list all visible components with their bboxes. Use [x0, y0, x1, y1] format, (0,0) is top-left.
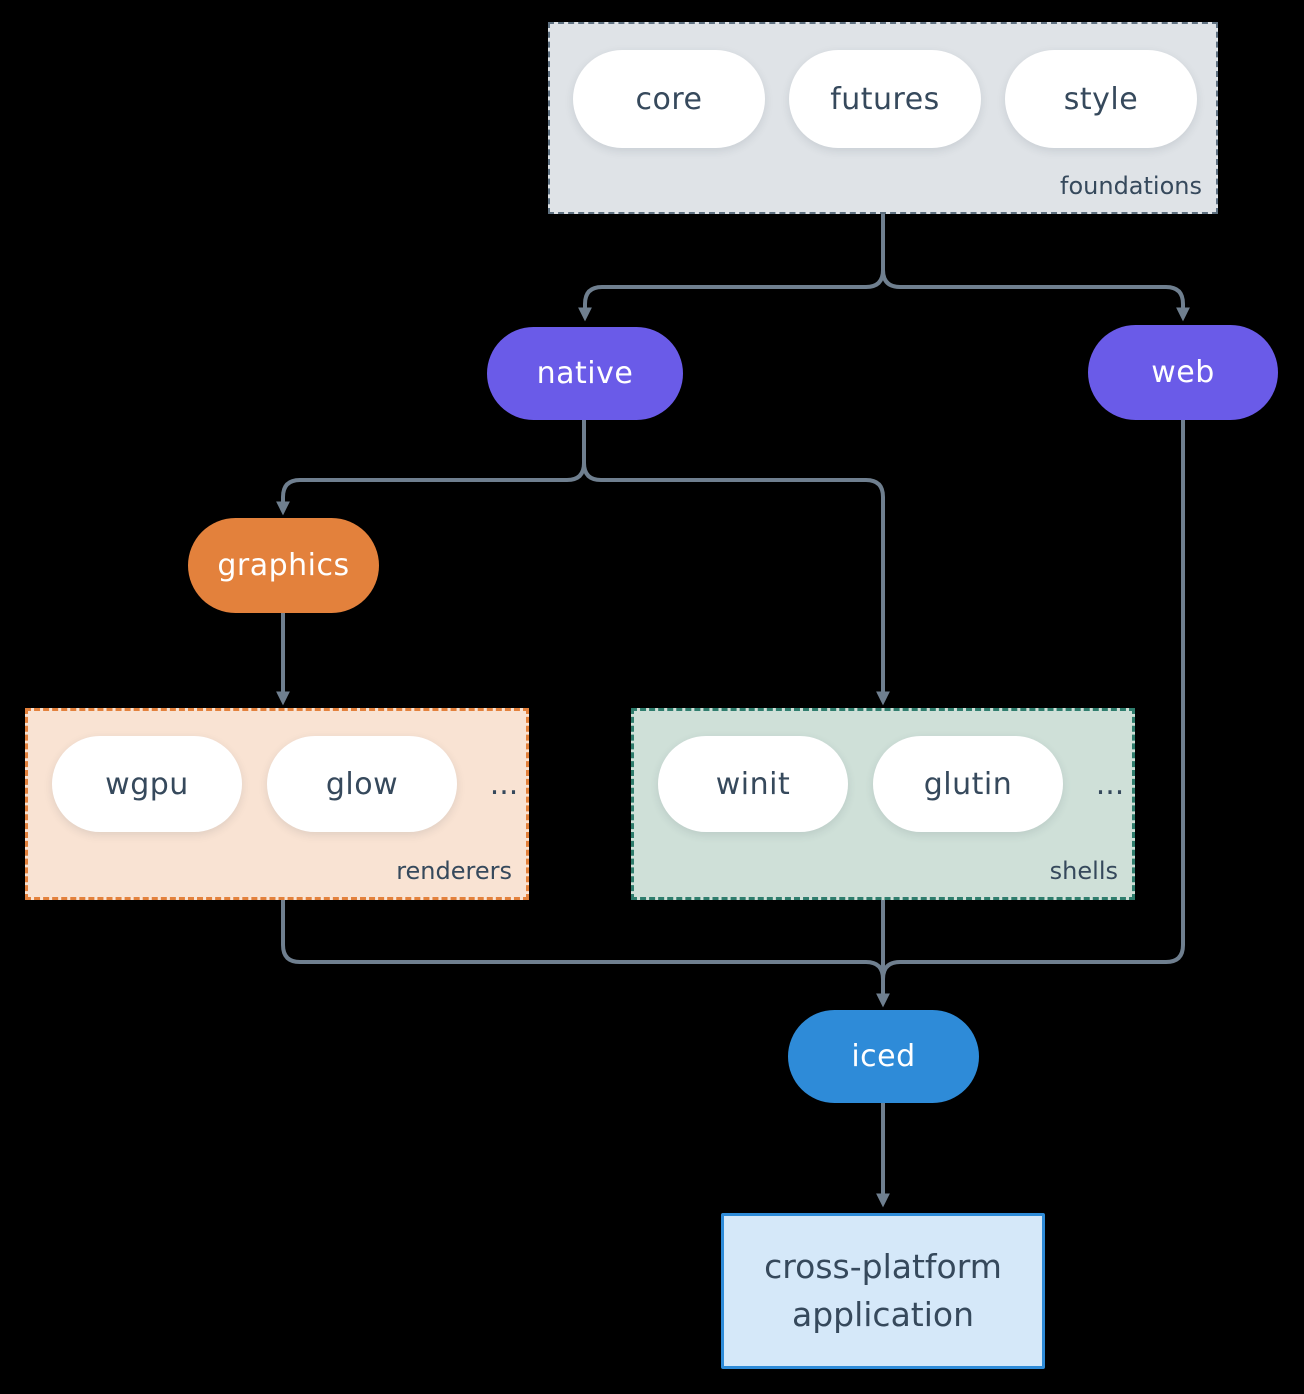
node-native: native [487, 327, 683, 420]
edge-foundations-native [578, 214, 885, 322]
edge-foundations-web [881, 214, 1190, 322]
edge-renderers-merge [281, 900, 885, 980]
node-futures: futures [789, 50, 981, 148]
node-glutin: glutin [873, 736, 1063, 832]
group-label-renderers: renderers [396, 857, 512, 885]
node-iced: iced [788, 1010, 979, 1103]
group-renderers: wgpu glow ... renderers [25, 708, 529, 900]
group-label-foundations: foundations [1060, 172, 1202, 200]
more-renderers: ... [489, 766, 519, 802]
node-wgpu: wgpu [52, 736, 242, 832]
node-web: web [1088, 325, 1278, 420]
node-core: core [573, 50, 765, 148]
more-shells: ... [1095, 766, 1125, 802]
node-winit: winit [658, 736, 848, 832]
group-shells: winit glutin ... shells [631, 708, 1135, 900]
edge-native-graphics [276, 420, 586, 516]
node-cross-platform-application: cross-platform application [721, 1213, 1045, 1369]
node-graphics: graphics [188, 518, 379, 613]
node-glow: glow [267, 736, 457, 832]
node-style: style [1005, 50, 1197, 148]
group-label-shells: shells [1049, 857, 1118, 885]
edge-native-shells [582, 420, 890, 706]
group-foundations: core futures style foundations [548, 22, 1218, 214]
